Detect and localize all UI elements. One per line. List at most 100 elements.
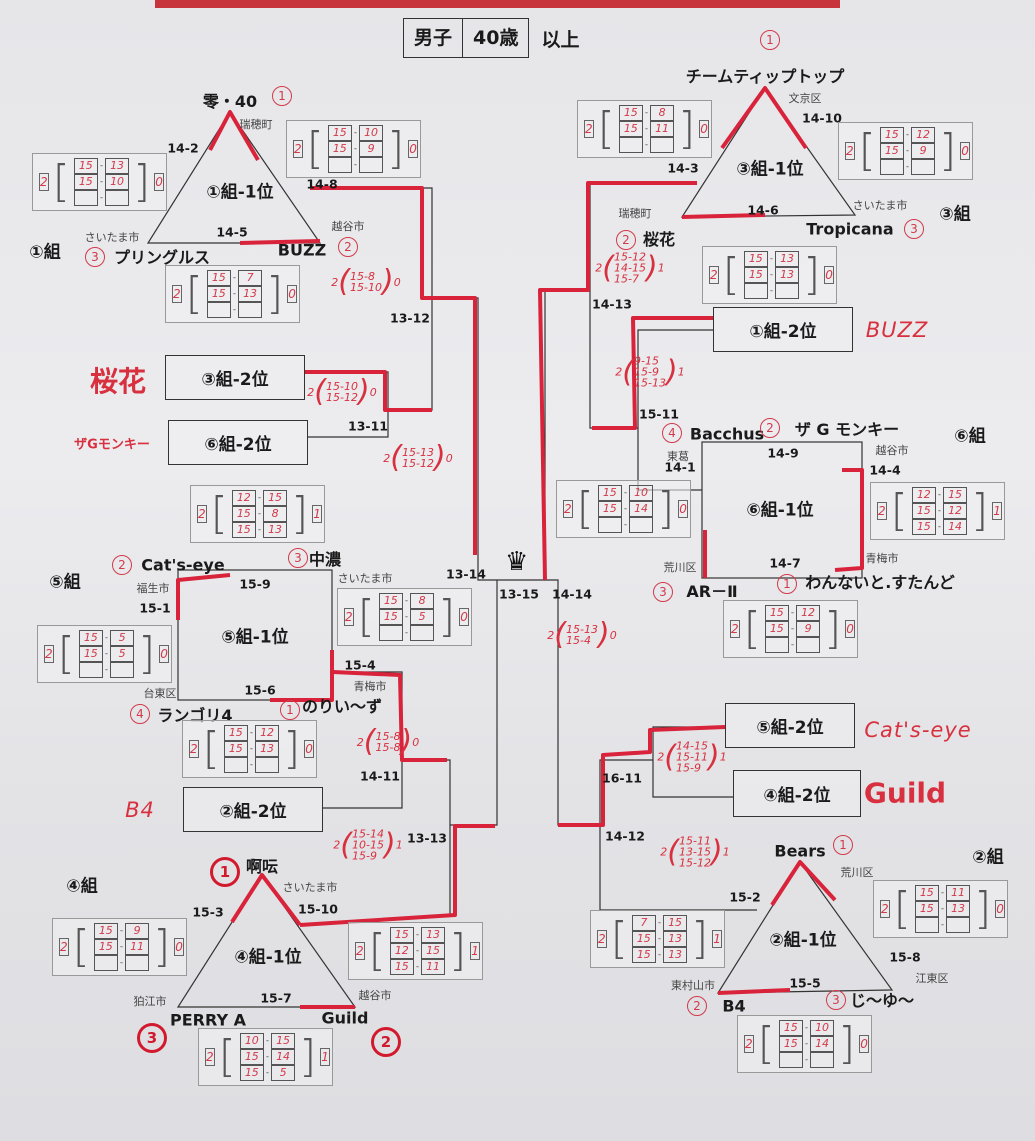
handwritten-team-note: Guild <box>863 776 947 810</box>
game-row: 7-15 <box>631 915 688 931</box>
dash: - <box>940 888 945 898</box>
match-code: 15-2 <box>729 889 761 905</box>
paren-close: ) <box>433 440 446 475</box>
paren-open: ( <box>602 250 615 285</box>
second-place-slot: ①組-2位 <box>713 307 853 352</box>
score-right: 0 <box>845 620 855 638</box>
team-name: Bacchus <box>689 424 765 444</box>
team-city: 越谷市 <box>331 220 365 233</box>
game-score-b: 12 <box>943 503 968 519</box>
bracket-close: ] <box>133 156 151 207</box>
game-score-b <box>946 917 971 933</box>
game-row: 15-14 <box>778 1036 835 1052</box>
paren-close: ) <box>381 264 394 299</box>
match-code: 14-7 <box>769 555 801 571</box>
dash: - <box>415 962 420 972</box>
team-city: 文京区 <box>788 92 822 105</box>
game-row: 15-11 <box>389 959 446 975</box>
match-code: 14-6 <box>747 202 779 218</box>
game-row: 15-13 <box>743 267 800 283</box>
result-right: 1 <box>722 845 730 859</box>
team-name: Guild <box>321 1008 369 1028</box>
result-game: 15-8 <box>375 730 401 743</box>
bracket-open: [ <box>893 883 911 934</box>
game-score-a: 15 <box>327 141 352 157</box>
bracket-open: [ <box>57 628 75 679</box>
game-row: 15-13 <box>389 927 446 943</box>
dash: - <box>940 920 945 930</box>
result-game: 15-12 <box>679 856 711 870</box>
game-score-b: 5 <box>110 630 135 646</box>
dash: - <box>99 177 104 187</box>
game-score-a <box>73 190 98 206</box>
bracket-open: [ <box>743 603 761 654</box>
dash: - <box>249 760 254 770</box>
group-label: ④組 <box>66 876 98 897</box>
result-game: 15-11 <box>679 834 711 848</box>
game-score-b: 14 <box>943 519 968 535</box>
bracket-open: [ <box>610 913 628 964</box>
team-name: 啊呍 <box>245 857 279 876</box>
game-score-b: 13 <box>105 158 130 174</box>
result-game: 15-11 <box>676 750 708 764</box>
rank-badge: 2 <box>338 237 358 257</box>
bracket-close: ] <box>824 603 842 654</box>
dash: - <box>804 1039 809 1049</box>
game-score-b: 13 <box>421 927 446 943</box>
game-row: 15-12 <box>223 725 280 741</box>
paren-close: ) <box>357 374 370 409</box>
game-score-b: 13 <box>775 267 800 283</box>
bracket-open: [ <box>576 483 594 534</box>
game-row: - <box>778 1052 835 1068</box>
game-row: 15-10 <box>778 1020 835 1036</box>
game-score-b: 9 <box>796 621 821 637</box>
result-game: 9-15 <box>634 354 659 368</box>
game-score-a <box>206 302 231 318</box>
group-seed-label: ⑥組-1位 <box>746 500 814 521</box>
result-right: 0 <box>393 275 401 289</box>
bracket-close: ] <box>387 123 405 174</box>
game-row: 15-14 <box>597 501 654 517</box>
game-row: 15-13 <box>914 901 971 917</box>
result-game: 15-12 <box>326 391 358 404</box>
game-score-a: 15 <box>764 621 789 637</box>
handwritten-team-note: ザGモンキー <box>74 437 150 453</box>
result-game: 15-8 <box>375 741 401 754</box>
score-left: 2 <box>877 502 887 520</box>
game-score-a: 15 <box>206 270 231 286</box>
team-city: 越谷市 <box>358 989 392 1002</box>
game-row: 15-13 <box>231 522 288 538</box>
score-right: 0 <box>859 1035 869 1053</box>
result-game: 15-10 <box>350 281 382 294</box>
game-score-b <box>359 157 384 173</box>
paren-open: ( <box>664 739 677 774</box>
score-right: 0 <box>159 645 169 663</box>
game-score-a: 15 <box>223 741 248 757</box>
dash: - <box>257 509 262 519</box>
bracket-match-code: 14-12 <box>605 828 645 844</box>
team-name: ザ G モンキー <box>794 420 900 439</box>
game-score-b: 12 <box>911 127 936 143</box>
game-score-b: 13 <box>775 251 800 267</box>
game-row: 15-13 <box>223 741 280 757</box>
game-row: 15-13 <box>206 286 263 302</box>
team-city: さいたま市 <box>282 881 338 894</box>
bracket-open: [ <box>597 103 615 154</box>
score-left: 2 <box>172 285 182 303</box>
rank-badge: 1 <box>210 857 240 887</box>
score-right: 1 <box>992 502 1002 520</box>
game-score-a: 15 <box>231 522 256 538</box>
dash: - <box>265 1068 270 1078</box>
dash: - <box>249 728 254 738</box>
score-left: 2 <box>344 608 354 626</box>
